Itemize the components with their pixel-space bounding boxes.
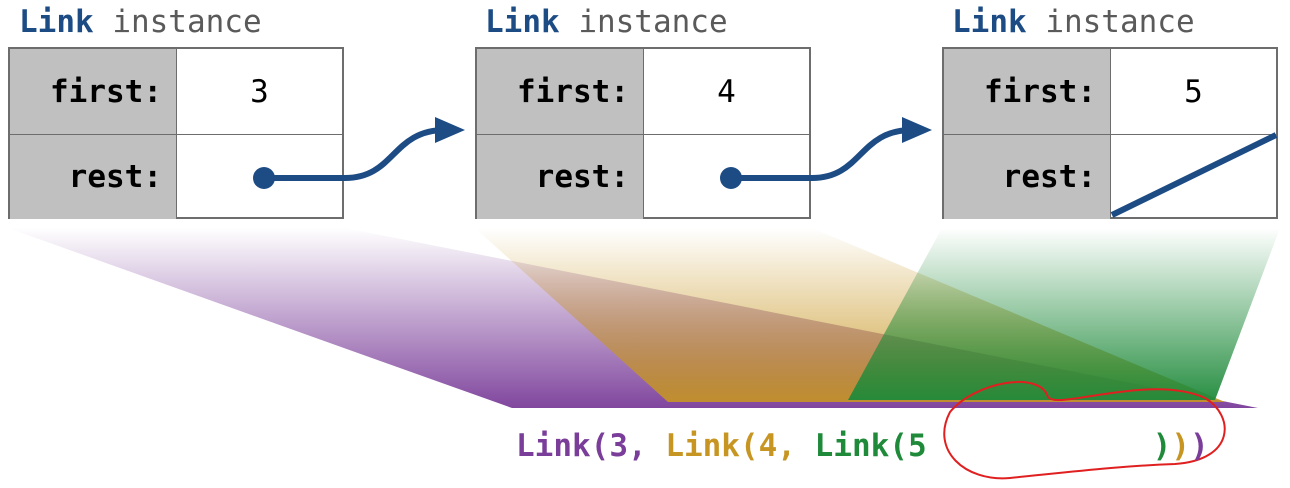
title-keyword: Link [19,4,94,40]
first-value: 3 [177,49,342,135]
expr-middle-link: Link(4, [665,428,815,464]
rest-label: rest: [10,135,177,219]
expr-close-middle: ) [1171,428,1190,464]
title-rest: instance [559,4,728,40]
pointer-arrow [720,117,932,189]
freehand-annotation [943,381,1226,480]
title-keyword: Link [485,4,560,40]
expr-outer-link: Link(3, [516,428,666,464]
title-rest: instance [93,4,262,40]
node-title: Link instance [485,2,728,42]
pointer-arrow [253,117,465,189]
node-title: Link instance [952,2,1195,42]
link-node-box: first: 5 rest: [942,47,1278,219]
expr-close-inner: ) [1152,428,1172,464]
title-keyword: Link [952,4,1027,40]
link-node-box: first: 3 rest: [8,47,344,219]
title-rest: instance [1026,4,1195,40]
first-label: first: [477,49,644,135]
first-label: first: [10,49,177,135]
expr-inner-link: Link(5 [814,428,927,464]
rest-label: rest: [477,135,644,219]
constructor-expression: Link(3, Link(4, Link(5))) [516,426,1209,466]
first-label: first: [944,49,1111,135]
first-value: 5 [1111,49,1276,135]
node-title: Link instance [19,2,262,42]
link-node-box: first: 4 rest: [475,47,811,219]
green-wedge [848,228,1280,400]
first-value: 4 [644,49,809,135]
expr-close-outer: ) [1189,428,1209,464]
empty-list-slash [1110,132,1278,218]
rest-label: rest: [944,135,1111,219]
